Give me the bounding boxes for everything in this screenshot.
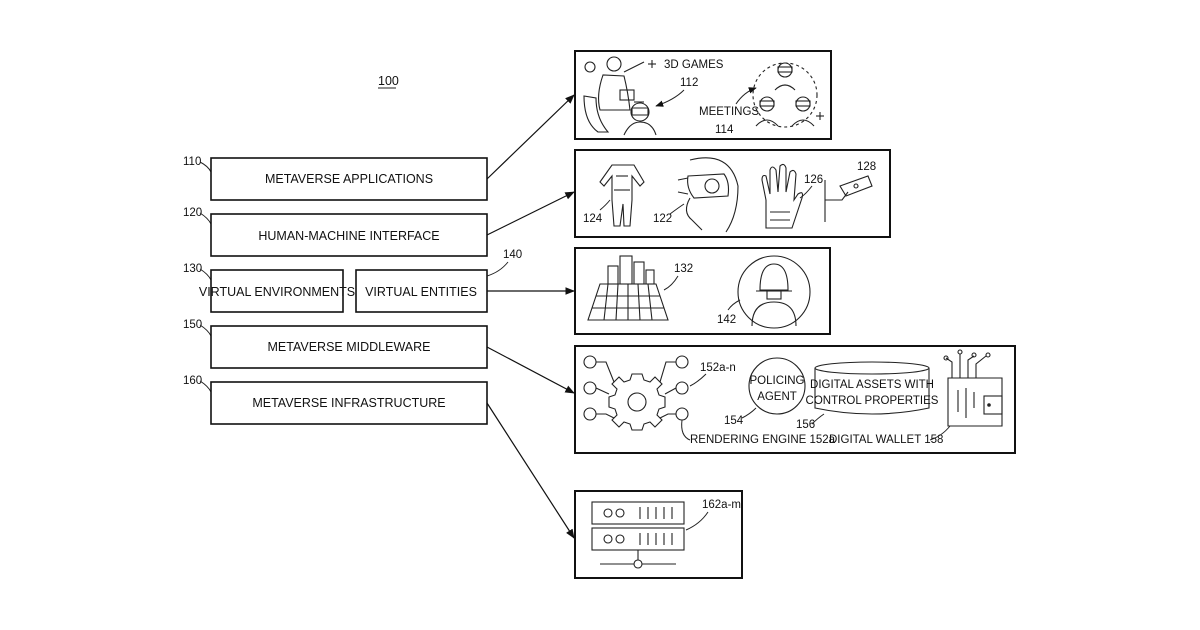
policing-ref: 154 [724,415,744,427]
assets-line2: CONTROL PROPERTIES [806,395,939,407]
panel-interfaces [575,150,890,237]
wallet-label: DIGITAL WALLET 158 [829,434,943,446]
games-ref: 112 [680,77,698,89]
assets-ref: 156 [796,419,815,431]
server-ref: 162a-m [702,499,741,511]
games-label: 3D GAMES [664,59,724,71]
layer-label-hmi: HUMAN-MACHINE INTERFACE [258,229,439,243]
assets-line1: DIGITAL ASSETS WITH [810,379,934,391]
layer-label-middleware: METAVERSE MIDDLEWARE [268,340,431,354]
layer-label-applications: METAVERSE APPLICATIONS [265,172,433,186]
layer-label-entities: VIRTUAL ENTITIES [365,285,477,299]
arrow-infrastructure [487,403,574,538]
leader-140 [487,262,508,276]
ref-110: 110 [183,156,201,168]
policing-line1: POLICING [750,375,805,387]
leader-110 [200,162,211,172]
layer-label-infrastructure: METAVERSE INFRASTRUCTURE [252,396,445,410]
rendering-label: RENDERING ENGINE 152a [690,434,836,446]
ref-150: 150 [183,319,202,331]
layer-label-environments: VIRTUAL ENVIRONMENTS [199,285,355,299]
headset-ref: 122 [653,213,672,225]
policing-line2: AGENT [757,391,797,403]
ref-160: 160 [183,375,202,387]
ref-140: 140 [503,249,522,261]
camera-ref: 128 [857,161,876,173]
ref-120: 120 [183,207,202,219]
meetings-ref: 114 [715,124,734,136]
arrow-hmi [487,192,574,235]
glove-ref: 126 [804,174,823,186]
arrow-middleware [487,347,574,393]
suit-ref: 124 [583,213,603,225]
engine-ref: 152a-n [700,362,736,374]
figure-ref: 100 [378,74,399,88]
arrow-applications [487,95,574,179]
ref-130: 130 [183,263,202,275]
city-ref: 132 [674,263,693,275]
avatar-ref: 142 [717,314,736,326]
meetings-label: MEETINGS [699,106,759,118]
